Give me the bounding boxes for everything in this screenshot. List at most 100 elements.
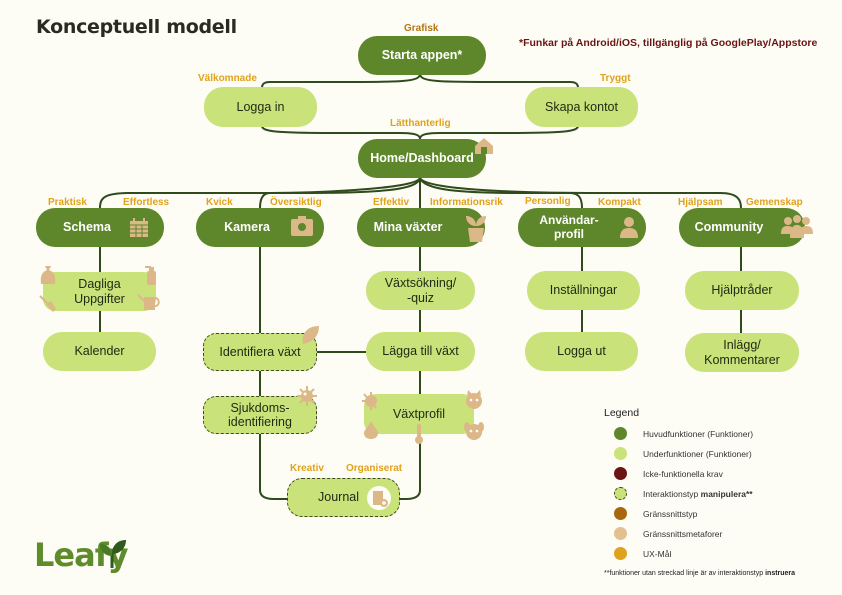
ux-label-tryggt: Tryggt: [600, 73, 631, 84]
legend-label: UX-Mål: [643, 548, 672, 559]
legend-swatch: [614, 507, 627, 520]
node-label: Skapa kontot: [545, 99, 618, 114]
node-label: Inställningar: [549, 283, 618, 298]
legend-label: Icke-funktionella krav: [643, 468, 723, 479]
node-anvandarprofil[interactable]: Användar-profil: [518, 208, 646, 247]
node-label: Växtprofil: [392, 406, 446, 421]
footnote-text: **funktioner utan streckad linje är av i…: [604, 570, 766, 577]
trowel-icon: [39, 295, 56, 312]
legend-title: Legend: [604, 407, 640, 419]
node-inlagg-kommentarer[interactable]: Inlägg/Kommentarer: [685, 333, 799, 372]
platform-note: *Funkar på Android/iOS, tillgänglig på G…: [519, 37, 818, 49]
legend-swatch: [614, 427, 627, 440]
node-label: Kalender: [74, 344, 125, 359]
logo-leaf-icon: [100, 540, 126, 568]
node-label: Lägga till växt: [382, 344, 459, 359]
group-icon: [781, 215, 813, 238]
node-label-line: Användar-: [539, 212, 599, 227]
node-label: Kamera: [224, 220, 270, 235]
node-lagga-till-vaxt[interactable]: Lägga till växt: [366, 332, 475, 371]
connector: [419, 177, 742, 209]
node-starta-appen[interactable]: Starta appen*: [358, 36, 486, 75]
node-installningar[interactable]: Inställningar: [527, 271, 640, 310]
node-label: Användar-profil: [539, 212, 599, 242]
connector: [419, 73, 579, 89]
node-label: Schema: [63, 220, 111, 235]
legend-item: Gränssnittstyp: [614, 507, 697, 520]
node-label: Sjukdoms-identifiering: [228, 401, 292, 430]
ux-label-effortless: Effortless: [123, 197, 170, 208]
ux-label-latthanterlig: Lätthanterlig: [390, 118, 451, 129]
node-hjalptrader[interactable]: Hjälptråder: [685, 271, 799, 310]
node-home-dashboard[interactable]: Home/Dashboard: [358, 139, 486, 178]
ux-label-valkomnande: Välkomnade: [198, 73, 257, 84]
watering-can-icon: [138, 294, 160, 310]
ux-label-praktisk: Praktisk: [48, 197, 87, 208]
node-label: Mina växter: [373, 220, 443, 235]
node-logga-ut[interactable]: Logga ut: [525, 332, 638, 371]
legend-item: Interaktionstyp manipulera**: [614, 487, 753, 500]
legend-swatch: [614, 547, 627, 560]
node-logga-in[interactable]: Logga in: [204, 87, 317, 127]
node-label: Identifiera växt: [219, 344, 301, 359]
node-label: Starta appen*: [381, 48, 463, 63]
footnote-bold: instruera: [765, 570, 796, 577]
virus-icon: [297, 386, 317, 406]
node-sjukdomsidentifiering[interactable]: Sjukdoms-identifiering: [203, 396, 317, 434]
node-label: Växtsökning/-quiz: [385, 276, 457, 305]
connector: [261, 73, 421, 89]
legend-item: Gränssnittsmetaforer: [614, 527, 722, 540]
node-skapa-kontot[interactable]: Skapa kontot: [525, 87, 638, 127]
node-label: Logga in: [236, 99, 285, 114]
legend-swatch: [614, 447, 627, 460]
page-title: Konceptuell modell: [36, 16, 237, 38]
node-label: Logga ut: [557, 344, 606, 359]
legend-label: Interaktionstyp manipulera**: [643, 488, 753, 499]
legend-label: Gränssnittstyp: [643, 508, 698, 519]
soil-bag-icon: [40, 266, 56, 284]
node-label-line: -quiz: [406, 290, 435, 305]
thermometer-icon: [415, 424, 423, 444]
node-kalender[interactable]: Kalender: [43, 332, 156, 371]
legend-footnote: **funktioner utan streckad linje är av i…: [604, 570, 795, 577]
node-label: Inlägg/Kommentarer: [704, 338, 780, 367]
ux-label-kompakt: Kompakt: [598, 197, 641, 208]
node-label-line: Växtsökning/: [384, 276, 457, 291]
spray-bottle-icon: [145, 266, 156, 285]
plant-icon: [466, 216, 486, 242]
water-drop-icon: [364, 421, 378, 439]
node-label: Home/Dashboard: [370, 151, 474, 166]
ux-label-kreativ: Kreativ: [290, 463, 324, 474]
node-vaxtsokning-quiz[interactable]: Växtsökning/-quiz: [366, 271, 475, 310]
node-label-line: Dagliga: [78, 277, 121, 292]
journal-add-icon: [367, 486, 391, 510]
legend-item: Icke-funktionella krav: [614, 467, 723, 480]
node-label: Journal: [318, 490, 359, 505]
pet-cat-icon: [466, 390, 482, 409]
connector: [261, 125, 421, 140]
legend-item: Huvudfunktioner (Funktioner): [614, 427, 753, 440]
legend-swatch: [614, 467, 627, 480]
sun-icon: [362, 392, 377, 410]
node-label-line: Sjukdoms-: [230, 400, 290, 415]
connector: [400, 434, 421, 500]
node-identifiera-vaxt[interactable]: Identifiera växt: [203, 333, 317, 371]
node-label-line: identifiering: [228, 415, 292, 429]
camera-icon: [291, 216, 313, 236]
node-vaxtprofil[interactable]: Växtprofil: [364, 394, 474, 434]
connector: [259, 433, 288, 500]
connector: [259, 177, 421, 209]
legend-swatch: [614, 487, 627, 500]
connector: [419, 177, 583, 209]
node-mina-vaxter[interactable]: Mina växter: [357, 208, 485, 247]
ux-label-personlig: Personlig: [525, 196, 571, 207]
legend-item: Underfunktioner (Funktioner): [614, 447, 752, 460]
ux-label-hjalpsam: Hjälpsam: [678, 197, 723, 208]
ux-label-organiserat: Organiserat: [346, 463, 403, 474]
legend-item: UX-Mål: [614, 547, 671, 560]
connector: [419, 125, 579, 140]
ux-label-gemenskap: Gemenskap: [746, 197, 803, 208]
